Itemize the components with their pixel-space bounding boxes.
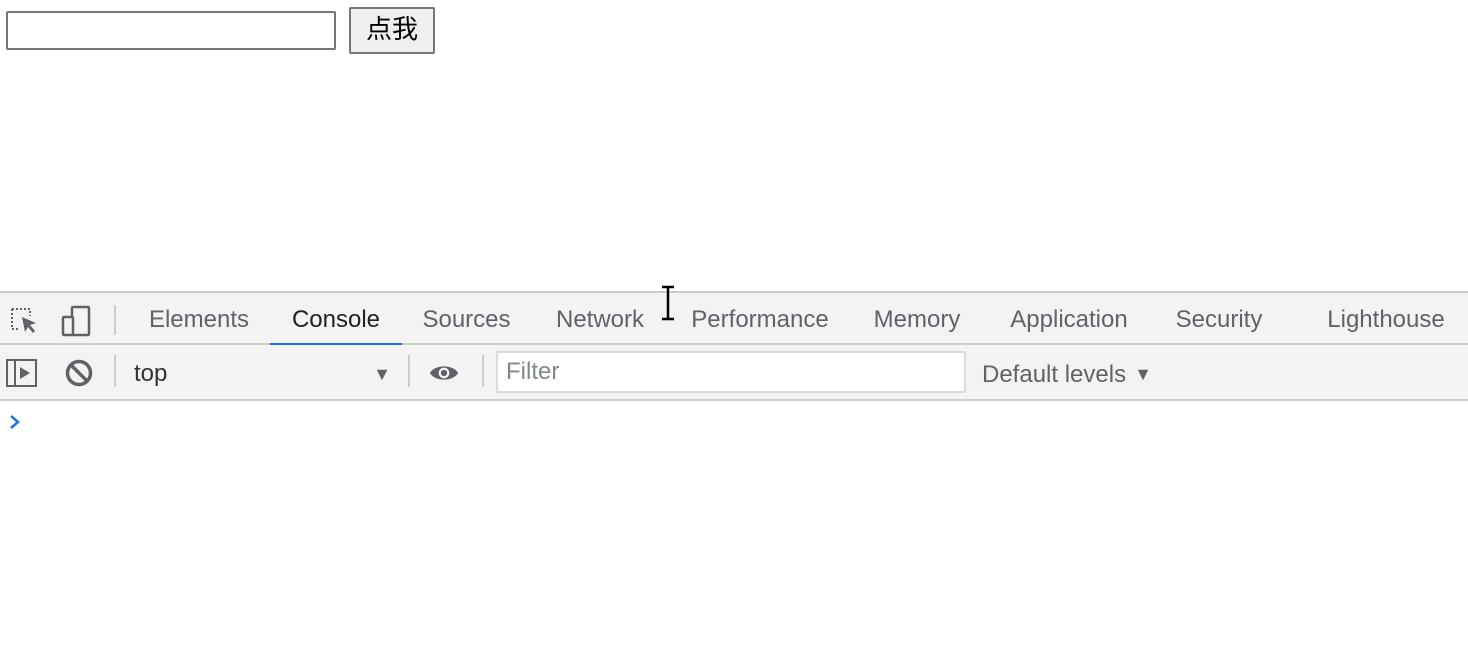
tab-performance[interactable]: Performance [691, 306, 829, 333]
console-filter-input[interactable] [496, 351, 966, 393]
toolbar-divider [408, 355, 410, 387]
tab-console[interactable]: Console [270, 293, 402, 347]
tab-memory[interactable]: Memory [873, 306, 961, 333]
click-me-button[interactable]: 点我 [349, 7, 435, 54]
tab-sources[interactable]: Sources [422, 306, 511, 333]
javascript-context-select[interactable]: top ▼ [134, 356, 394, 392]
toolbar-divider [482, 355, 484, 387]
context-value: top [134, 360, 168, 387]
log-levels-dropdown[interactable]: Default levels ▼ [982, 356, 1152, 392]
dropdown-arrow-icon: ▼ [373, 364, 391, 384]
log-levels-label: Default levels [982, 361, 1127, 388]
inspect-element-icon[interactable] [8, 305, 40, 337]
devtools-panel: Elements Console Sources Network Perform… [0, 291, 1468, 664]
dropdown-arrow-icon: ▼ [1134, 364, 1152, 384]
console-toolbar: top ▼ Default levels ▼ [0, 345, 1468, 401]
clear-console-icon[interactable] [63, 357, 95, 389]
tab-elements[interactable]: Elements [148, 306, 250, 333]
tab-lighthouse[interactable]: Lighthouse [1327, 306, 1445, 333]
text-cursor-icon [662, 285, 674, 321]
device-toolbar-icon[interactable] [60, 305, 92, 337]
tab-application[interactable]: Application [1010, 306, 1128, 333]
text-input[interactable] [6, 11, 336, 50]
show-sidebar-icon[interactable] [6, 357, 38, 389]
toolbar-divider [114, 305, 116, 335]
tab-security[interactable]: Security [1175, 306, 1263, 333]
live-expression-icon[interactable] [428, 357, 460, 389]
console-input-area[interactable] [30, 405, 1450, 439]
toolbar-divider [114, 355, 116, 387]
devtools-tabbar: Elements Console Sources Network Perform… [0, 291, 1468, 347]
tab-network[interactable]: Network [555, 306, 645, 333]
console-prompt-icon [10, 415, 20, 429]
